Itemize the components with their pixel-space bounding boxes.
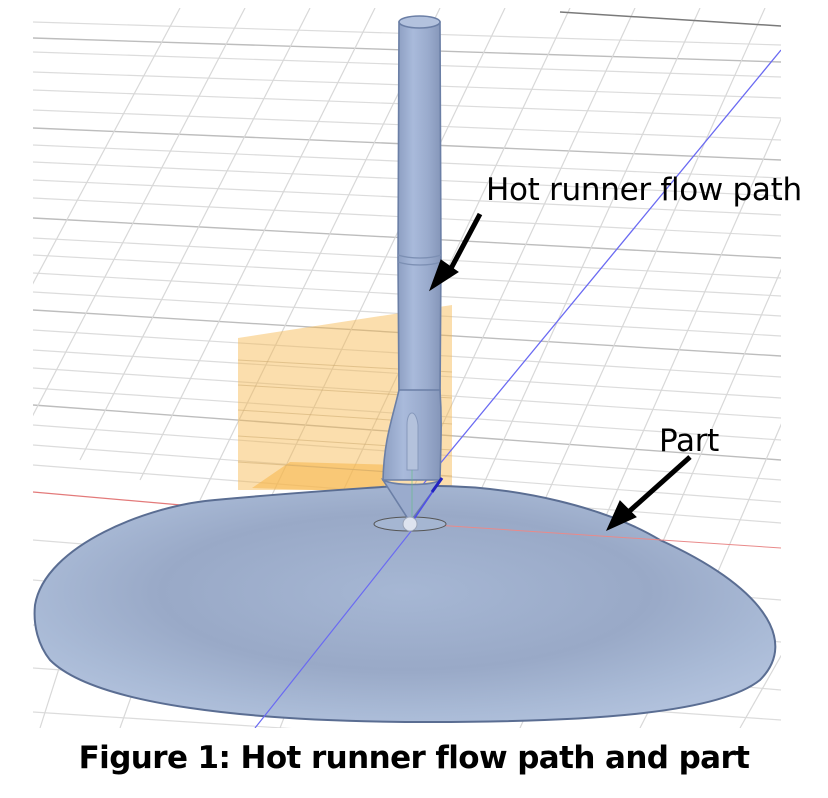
part-label: Part xyxy=(659,423,719,459)
y-axis-line xyxy=(419,49,781,489)
gate-point xyxy=(402,516,418,532)
hot-runner-label: Hot runner flow path xyxy=(486,172,802,208)
part-disc xyxy=(33,484,781,728)
cad-scene xyxy=(33,8,781,728)
hot-runner-arrow xyxy=(429,212,483,292)
hot-runner-cylinder xyxy=(382,15,442,481)
figure-caption: Figure 1: Hot runner flow path and part xyxy=(78,740,750,776)
part-arrow xyxy=(606,455,692,531)
cad-viewport[interactable] xyxy=(33,8,781,728)
